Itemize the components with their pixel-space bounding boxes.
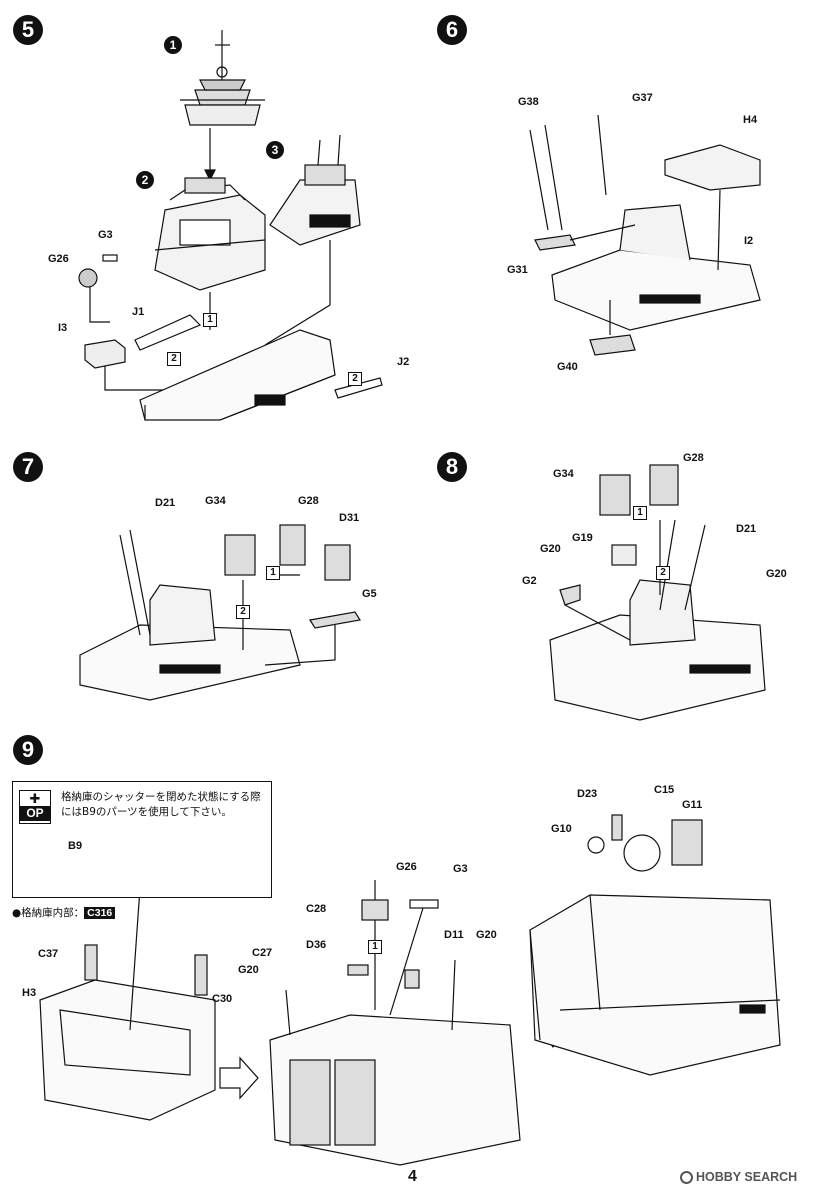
part-label-h4: H4	[743, 114, 758, 126]
part-label-i3: I3	[58, 322, 68, 334]
part-label-g20b: G20	[476, 929, 497, 941]
option-note-text: 格納庫のシャッターを閉めた状態にする際にはB9のパーツを使用して下さい。	[61, 791, 261, 818]
part-label-h3: H3	[22, 987, 37, 999]
sequence-box-1: 1	[633, 506, 647, 520]
part-label-g20: G20	[238, 964, 259, 976]
part-label-b9: B9	[68, 840, 83, 852]
step8-superstructure-drawing	[549, 464, 766, 721]
bridge-block-drawing	[154, 177, 266, 291]
part-h4-drawing	[664, 144, 761, 191]
part-label-d21: D21	[736, 523, 757, 535]
part-label-g31: G31	[507, 264, 528, 276]
option-badge: ✚ OP	[19, 790, 51, 824]
part-label-c37: C37	[38, 948, 59, 960]
sequence-box-1: 1	[266, 566, 280, 580]
part-label-c30: C30	[212, 993, 233, 1005]
part-label-g26: G26	[48, 253, 69, 265]
sequence-box-2: 2	[656, 566, 670, 580]
part-label-g5: G5	[362, 588, 377, 600]
step-8-badge: 8	[437, 452, 467, 482]
part-i3-drawing	[84, 339, 126, 369]
part-label-g37: G37	[632, 92, 653, 104]
part-label-j2: J2	[397, 356, 410, 368]
part-label-g20: G20	[540, 543, 561, 555]
part-label-g40: G40	[557, 361, 578, 373]
part-label-g20b: G20	[766, 568, 787, 580]
part-label-d31: D31	[339, 512, 360, 524]
part-label-g34: G34	[553, 468, 574, 480]
aft-superstructure-drawing	[269, 134, 361, 246]
part-label-c15: C15	[654, 784, 675, 796]
part-label-c28: C28	[306, 903, 327, 915]
final-assembly-drawing	[529, 814, 781, 1076]
color-code-badge: C316	[84, 907, 116, 919]
option-note-box: ✚ OP 格納庫のシャッターを閉めた状態にする際にはB9のパーツを使用して下さい…	[12, 781, 272, 898]
hangar-interior-color-note: ●格納庫内部：C316	[12, 905, 116, 920]
sub-assembly-1-marker: 1	[164, 36, 182, 54]
part-label-c27: C27	[252, 947, 273, 959]
part-label-d11: D11	[444, 929, 464, 941]
page-number: 4	[408, 1168, 417, 1185]
part-label-i2: I2	[744, 235, 754, 247]
part-label-g3: G3	[453, 863, 468, 875]
part-label-d36: D36	[306, 939, 327, 951]
part-label-d23: D23	[577, 788, 598, 800]
sequence-box-2: 2	[167, 352, 181, 366]
part-label-g19: G19	[572, 532, 593, 544]
watermark: HOBBY SEARCH	[680, 1170, 797, 1184]
sequence-box-1: 1	[368, 940, 382, 954]
part-label-d21: D21	[155, 497, 176, 509]
sequence-box-1: 1	[203, 313, 217, 327]
watermark-logo-icon	[680, 1171, 693, 1184]
step-6-badge: 6	[437, 15, 467, 45]
part-label-g26: G26	[396, 861, 417, 873]
sub-assembly-3-marker: 3	[266, 141, 284, 159]
mast-assembly-drawing	[180, 30, 265, 126]
step7-superstructure-drawing	[79, 524, 361, 701]
step6-superstructure-drawing	[529, 114, 761, 356]
step-9-badge: 9	[13, 735, 43, 765]
step-7-badge: 7	[13, 452, 43, 482]
sub-assembly-2-marker: 2	[136, 171, 154, 189]
sequence-box-2: 2	[236, 605, 250, 619]
plus-icon: ✚	[29, 791, 41, 806]
part-label-g34: G34	[205, 495, 226, 507]
part-label-j1: J1	[132, 306, 145, 318]
part-label-g28: G28	[683, 452, 704, 464]
part-label-g11: G11	[682, 799, 703, 811]
part-label-g2: G2	[522, 575, 537, 587]
sequence-box-2b: 2	[348, 372, 362, 386]
hull-deck-drawing	[134, 314, 383, 421]
hangar-exterior-drawing	[269, 880, 521, 1166]
part-label-g38: G38	[518, 96, 539, 108]
part-label-g3: G3	[98, 229, 113, 241]
part-label-g10: G10	[551, 823, 572, 835]
part-label-g28: G28	[298, 495, 319, 507]
step-5-badge: 5	[13, 15, 43, 45]
